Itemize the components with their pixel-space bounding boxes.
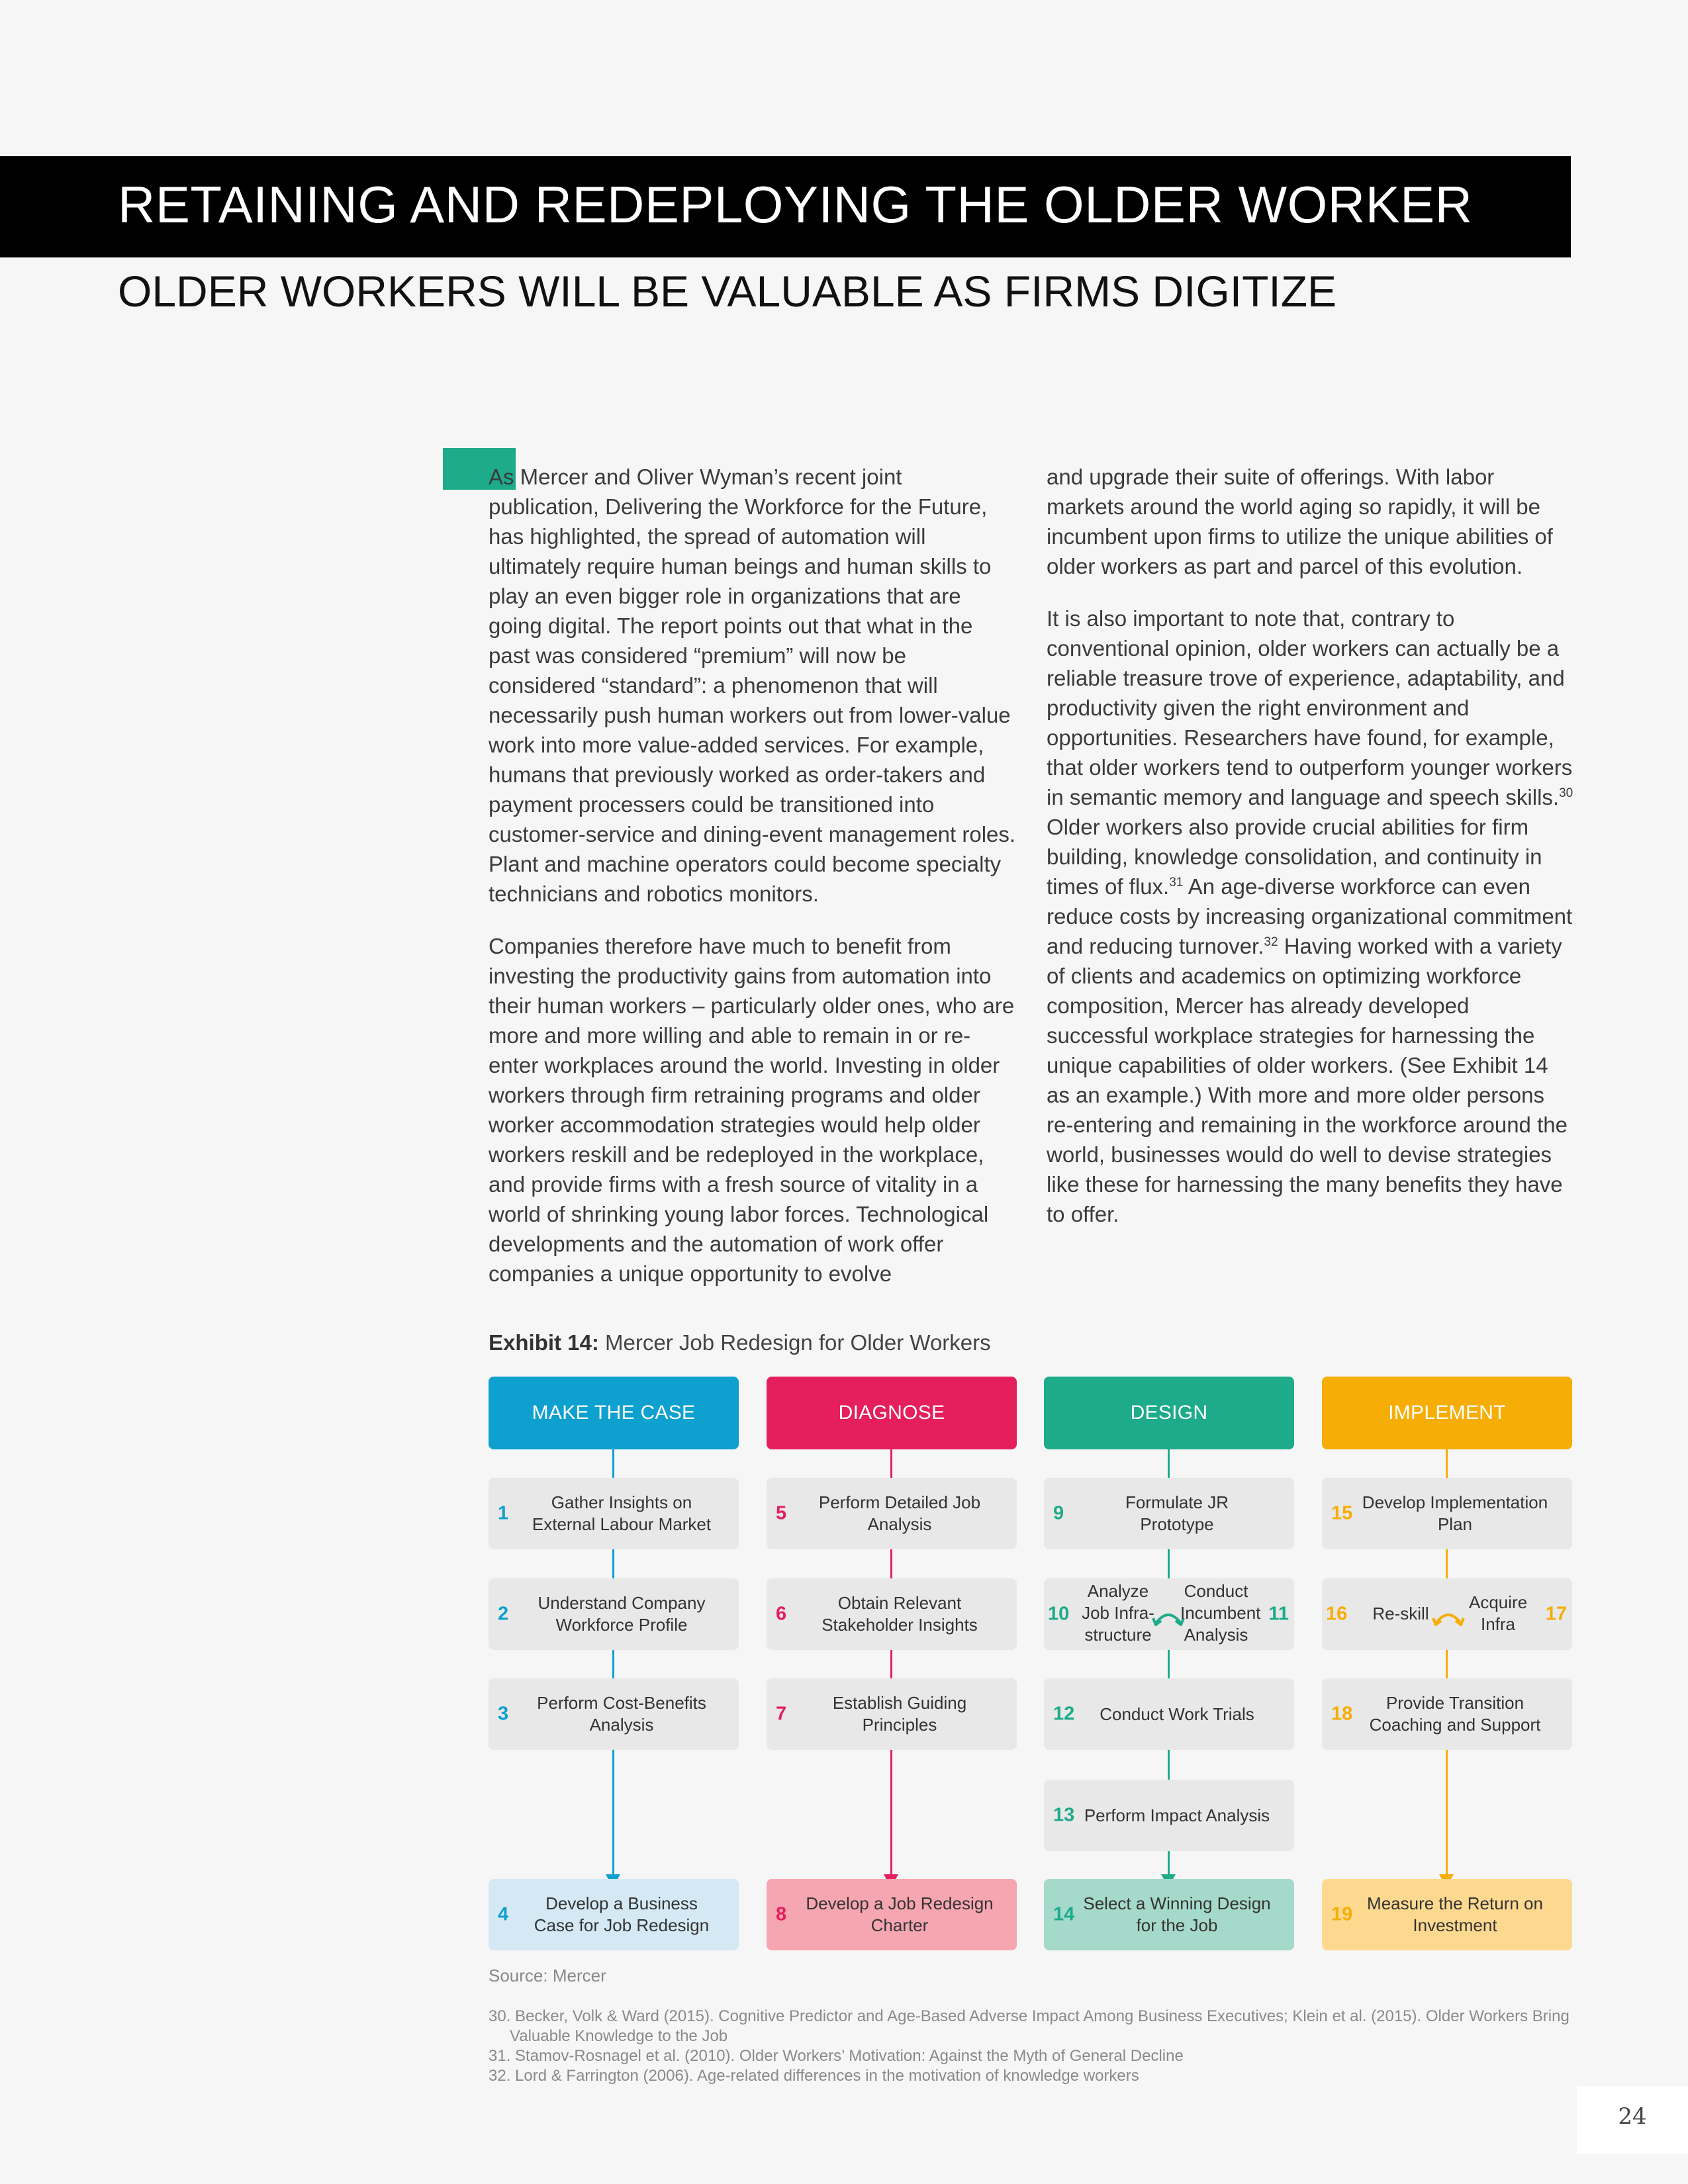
step-box: 3 Perform Cost-Benefits Analysis bbox=[489, 1678, 739, 1750]
footnote-ref[interactable]: 32 bbox=[1264, 935, 1278, 949]
body-paragraph: and upgrade their suite of offerings. Wi… bbox=[1047, 465, 1553, 578]
step-box: 2 Understand Company Workforce Profile bbox=[489, 1578, 739, 1650]
step-box-outcome: 14 Select a Winning Design for the Job bbox=[1044, 1879, 1294, 1950]
body-column-right: and upgrade their suite of offerings. Wi… bbox=[1047, 462, 1576, 1251]
step-box: 15 Develop Implementation Plan bbox=[1322, 1478, 1572, 1549]
step-box: 6 Obtain Relevant Stakeholder Insights bbox=[767, 1578, 1017, 1650]
exhibit-source: Source: Mercer bbox=[489, 1966, 606, 1985]
footnote: 31. Stamov-Rosnagel et al. (2010). Older… bbox=[489, 2047, 1184, 2065]
body-paragraph: It is also important to note that, contr… bbox=[1047, 606, 1573, 1226]
footnote: 30. Becker, Volk & Ward (2015). Cognitiv… bbox=[489, 2007, 1570, 2045]
step-box: 18 Provide Transition Coaching and Suppo… bbox=[1322, 1678, 1572, 1750]
connector-line bbox=[890, 1449, 892, 1876]
body-paragraph: As Mercer and Oliver Wyman’s recent join… bbox=[489, 465, 1016, 906]
connector-line bbox=[1168, 1449, 1170, 1876]
connector-line bbox=[612, 1449, 614, 1876]
step-box: 9 Formulate JR Prototype bbox=[1044, 1478, 1294, 1549]
cycle-arrows-icon bbox=[1432, 1614, 1465, 1626]
page-number: 24 bbox=[1618, 2103, 1647, 2130]
phase-diagnose: DIAGNOSE bbox=[767, 1377, 1017, 1449]
footnote-ref[interactable]: 30 bbox=[1559, 786, 1573, 800]
step-box: 12 Conduct Work Trials bbox=[1044, 1678, 1294, 1750]
step-box: 5 Perform Detailed Job Analysis bbox=[767, 1478, 1017, 1549]
phase-design: DESIGN bbox=[1044, 1377, 1294, 1449]
page-subtitle: OLDER WORKERS WILL BE VALUABLE AS FIRMS … bbox=[118, 267, 1337, 316]
step-box-outcome: 8 Develop a Job Redesign Charter bbox=[767, 1879, 1017, 1950]
step-box-split: 16 Re-skill Acquire Infra 17 bbox=[1322, 1578, 1572, 1650]
footnote-ref[interactable]: 31 bbox=[1169, 876, 1184, 889]
phase-implement: IMPLEMENT bbox=[1322, 1377, 1572, 1449]
footnote: 32. Lord & Farrington (2006). Age-relate… bbox=[489, 2067, 1139, 2085]
step-box-outcome: 19 Measure the Return on Investment bbox=[1322, 1879, 1572, 1950]
step-box: 13 Perform Impact Analysis bbox=[1044, 1780, 1294, 1851]
page-number-box: 24 bbox=[1577, 2086, 1688, 2154]
step-box-outcome: 4 Develop a Business Case for Job Redesi… bbox=[489, 1879, 739, 1950]
step-box-split: 10 Analyze Job Infra-structure Conduct I… bbox=[1044, 1578, 1294, 1650]
body-column-left: As Mercer and Oliver Wyman’s recent join… bbox=[489, 462, 1018, 1311]
accent-block bbox=[443, 448, 516, 490]
cycle-arrows-icon bbox=[1152, 1614, 1185, 1626]
page-title: RETAINING AND REDEPLOYING THE OLDER WORK… bbox=[118, 175, 1473, 234]
exhibit-title: Exhibit 14: Mercer Job Redesign for Olde… bbox=[489, 1330, 991, 1355]
phase-make-the-case: MAKE THE CASE bbox=[489, 1377, 739, 1449]
connector-line bbox=[1446, 1449, 1448, 1876]
step-box: 7 Establish Guiding Principles bbox=[767, 1678, 1017, 1750]
body-paragraph: Companies therefore have much to benefit… bbox=[489, 934, 1015, 1286]
step-box: 1 Gather Insights on External Labour Mar… bbox=[489, 1478, 739, 1549]
title-bar bbox=[0, 156, 1571, 257]
